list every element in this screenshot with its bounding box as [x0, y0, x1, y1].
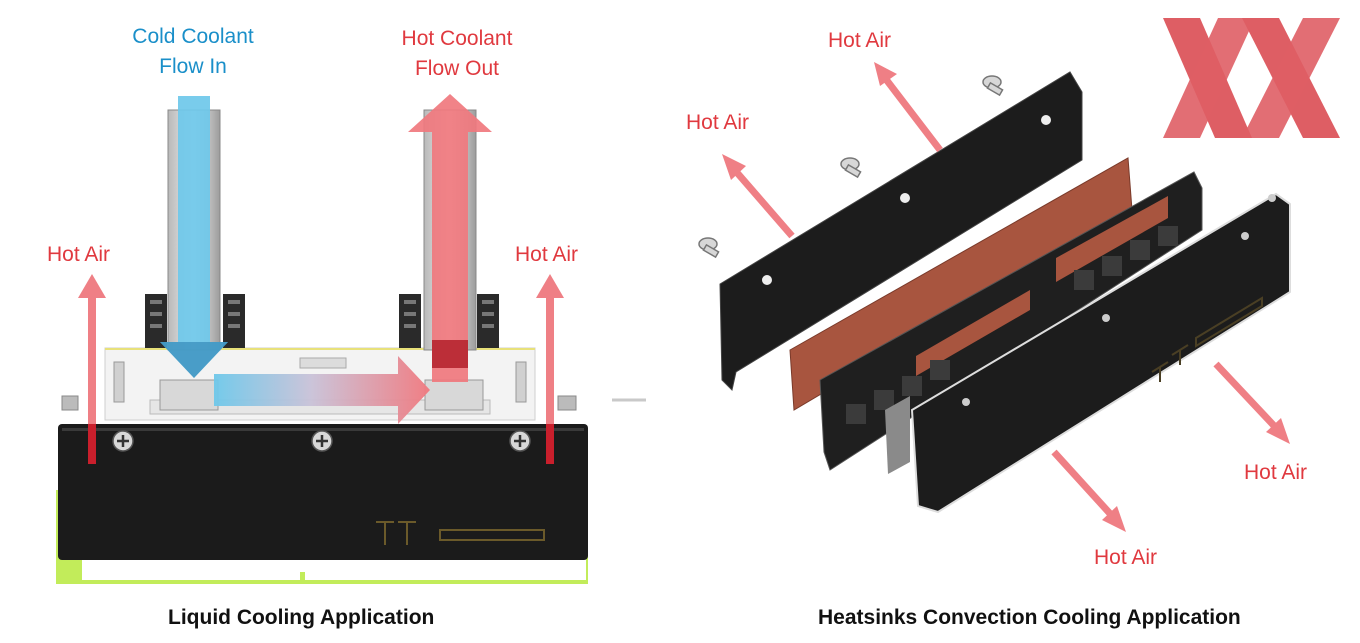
hot-air-label-upper-left: Hot Air [686, 111, 750, 134]
hot-flow-arrow [408, 94, 492, 382]
hot-air-arrow-upper-left [722, 154, 795, 239]
heatsink-convection-caption: Heatsinks Convection Cooling Application [818, 606, 1241, 629]
brand-logo [376, 521, 545, 545]
hot-air-arrow-left [78, 274, 106, 464]
hot-coolant-label-line2: Flow Out [414, 57, 500, 80]
cold-coolant-label: Cold Coolant Flow In [110, 22, 276, 82]
hot-air-arrow-top [874, 62, 943, 153]
hot-air-label-top: Hot Air [828, 29, 892, 52]
heatsink-body [58, 424, 588, 560]
hot-air-arrow-bottom [1051, 449, 1126, 532]
cold-flow-arrow [160, 96, 228, 378]
brand-logo [1151, 296, 1263, 382]
liquid-cooling-caption: Liquid Cooling Application [168, 606, 435, 629]
liquid-cooling-illustration [56, 94, 646, 584]
hot-air-label-right-panel: Hot Air [1244, 461, 1308, 484]
hot-air-label-left: Hot Air [47, 243, 111, 266]
hot-air-label-right: Hot Air [515, 243, 579, 266]
cold-coolant-label-line1: Cold Coolant [132, 25, 254, 48]
watermark-logo [1163, 18, 1340, 138]
heatsink-convection-illustration [698, 62, 1291, 532]
screw-icon [698, 75, 1004, 259]
heatsink-back [719, 71, 1083, 391]
hot-coolant-label-line1: Hot Coolant [401, 27, 513, 50]
coolant-flow-arrow [214, 356, 430, 424]
hot-air-arrow-right [536, 274, 564, 464]
hot-air-arrow-right [1213, 361, 1290, 444]
fitting-left [145, 294, 245, 411]
hot-air-label-bottom: Hot Air [1094, 546, 1158, 569]
screw-icon [112, 430, 531, 452]
cold-coolant-label-line2: Flow In [159, 55, 227, 78]
fitting-right [399, 294, 499, 411]
hot-coolant-label: Hot Coolant Flow Out [374, 24, 540, 84]
heatsink-front [910, 192, 1291, 514]
